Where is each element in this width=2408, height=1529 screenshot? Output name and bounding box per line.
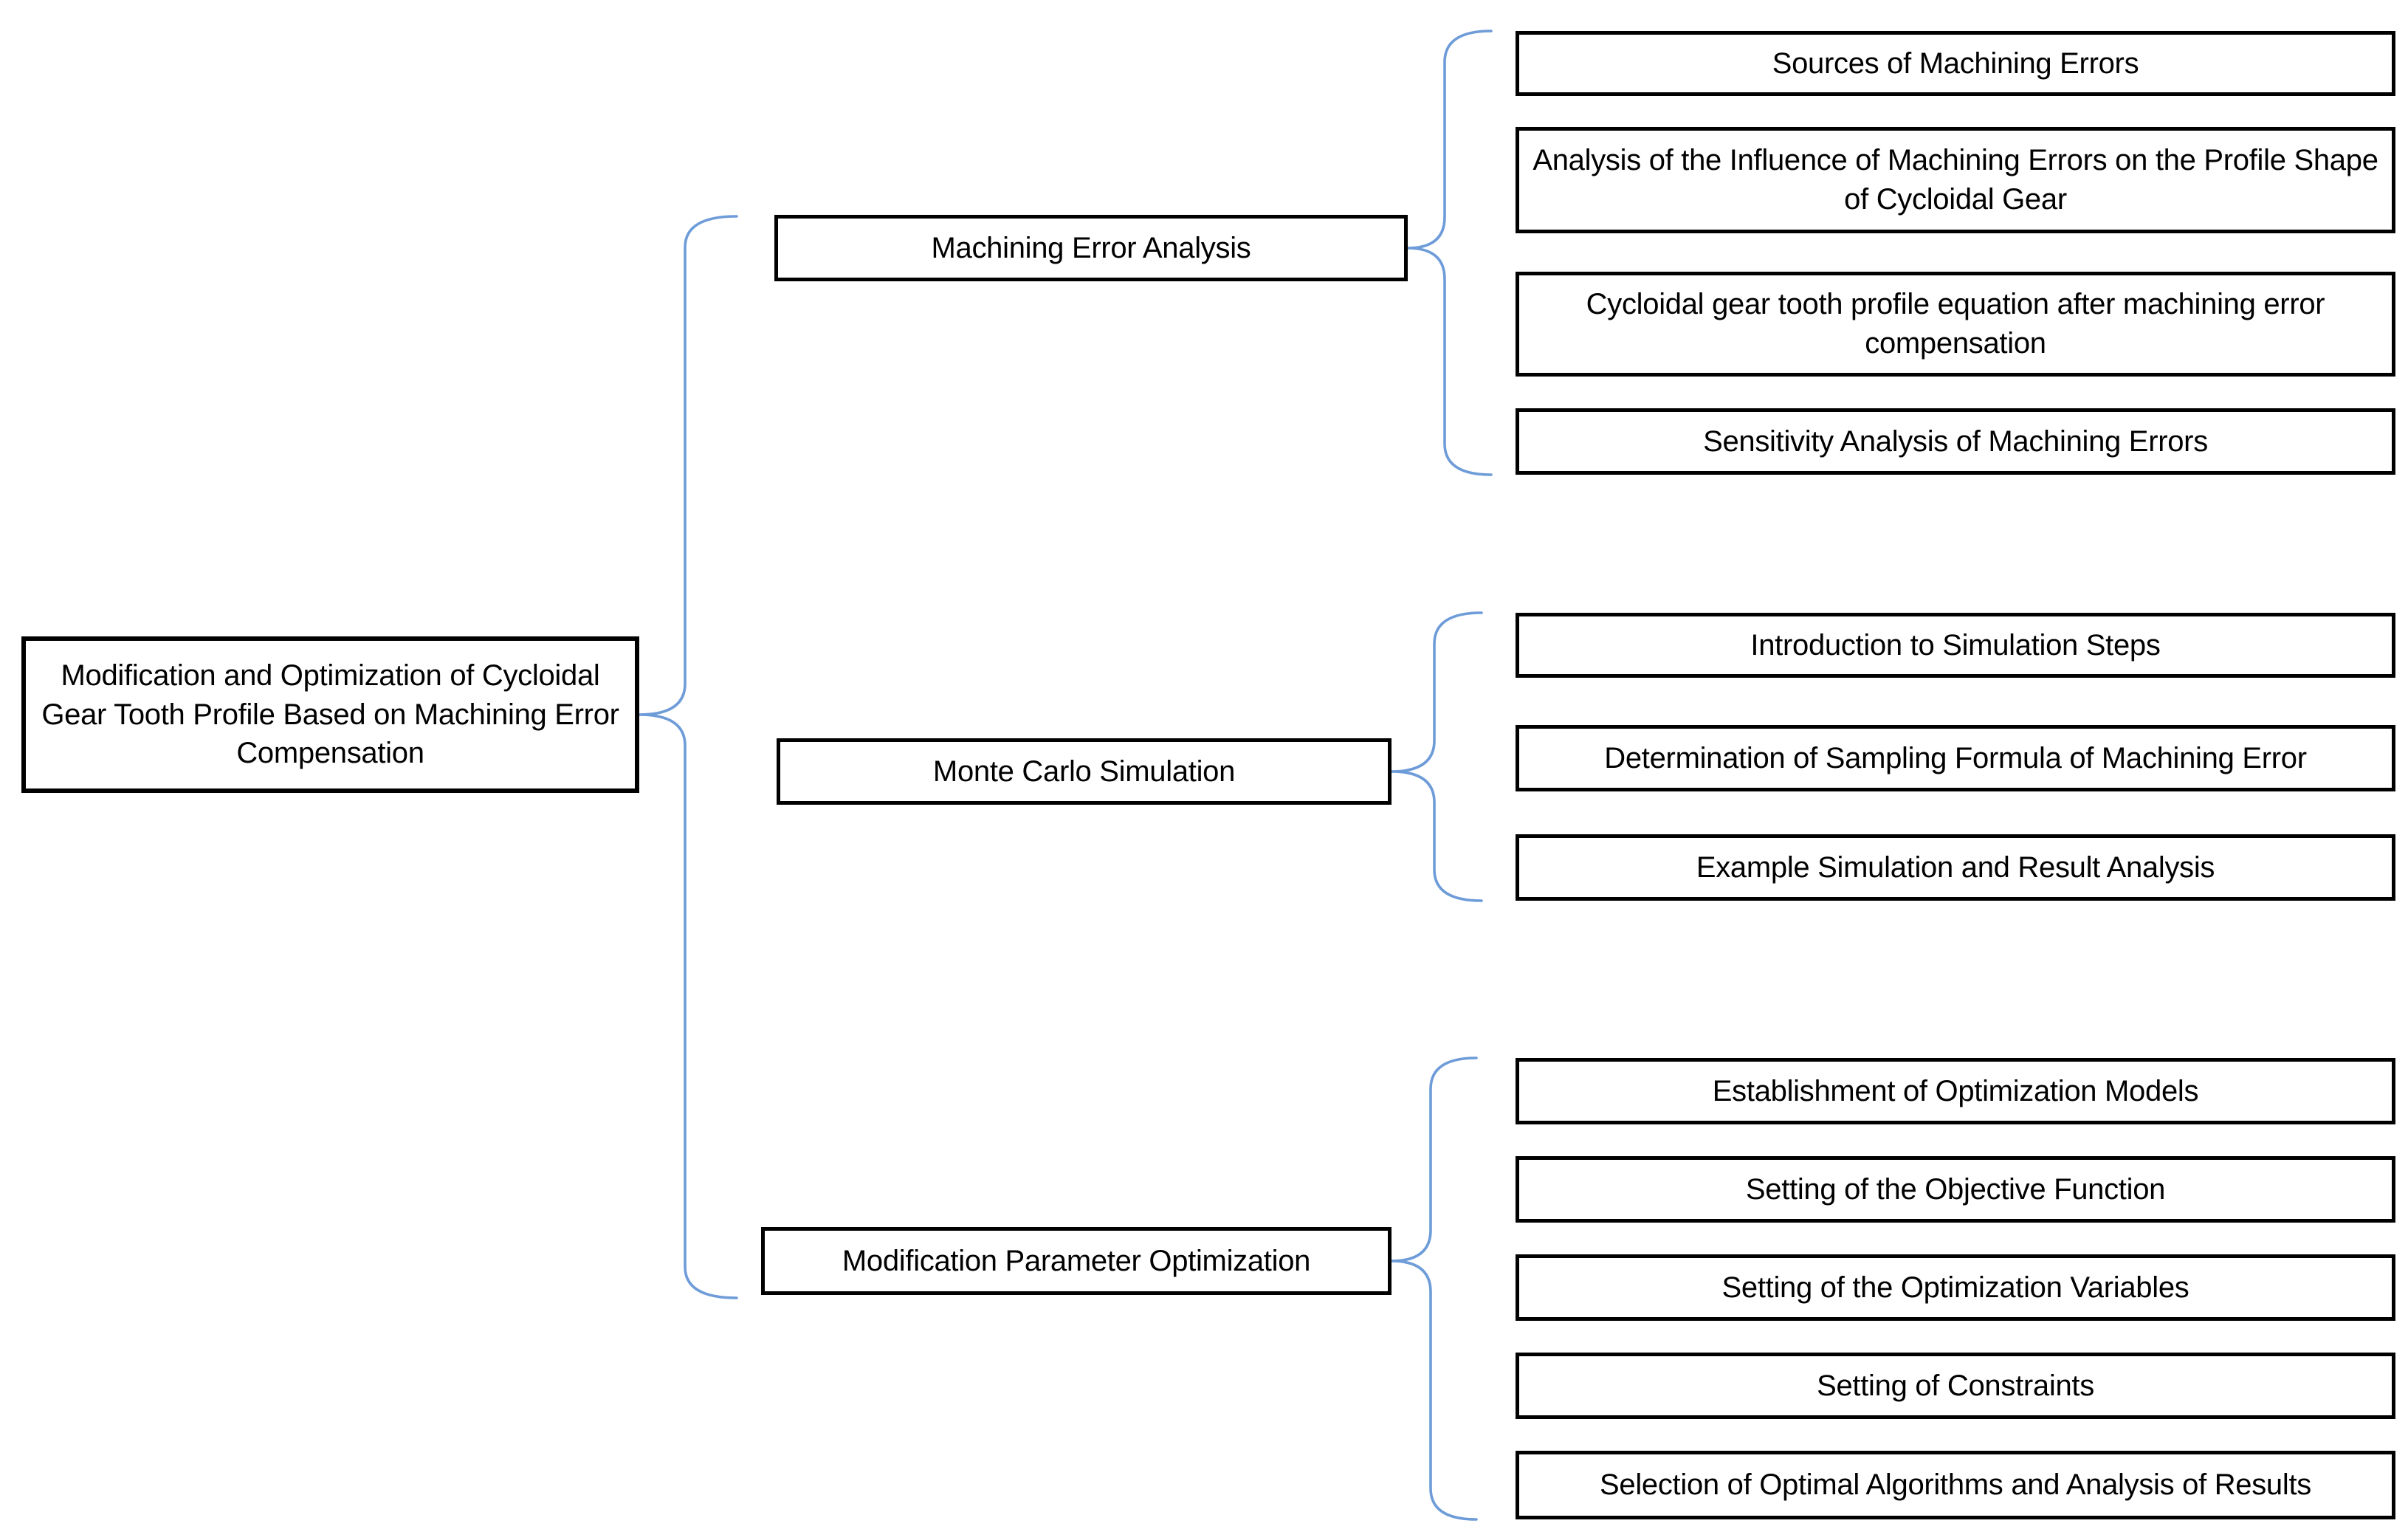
branch-label: Machining Error Analysis: [931, 231, 1251, 264]
leaf-constraints: Setting of Constraints: [1516, 1353, 2395, 1419]
brace-connector-monte-carlo-simulation: [1391, 611, 1483, 902]
leaf-optimization-variables: Setting of the Optimization Variables: [1516, 1254, 2395, 1321]
brace-connector-machining-error-analysis: [1407, 30, 1493, 476]
leaf-analysis-of-influence: Analysis of the Influence of Machining E…: [1516, 127, 2395, 233]
leaf-introduction-simulation-steps: Introduction to Simulation Steps: [1516, 613, 2395, 678]
leaf-label: Sources of Machining Errors: [1772, 47, 2139, 80]
node-modification-parameter-optimization: Modification Parameter Optimization: [761, 1227, 1392, 1295]
brace-connector-modification-parameter-optimization: [1391, 1056, 1478, 1521]
brace-connector-root: [639, 215, 738, 1299]
leaf-tooth-profile-equation: Cycloidal gear tooth profile equation af…: [1516, 272, 2395, 377]
leaf-label: Establishment of Optimization Models: [1712, 1074, 2199, 1107]
leaf-label: Cycloidal gear tooth profile equation af…: [1586, 288, 2325, 360]
branch-label: Monte Carlo Simulation: [932, 755, 1236, 788]
node-monte-carlo-simulation: Monte Carlo Simulation: [777, 738, 1392, 805]
leaf-label: Setting of the Optimization Variables: [1721, 1271, 2189, 1304]
leaf-sources-of-machining-errors: Sources of Machining Errors: [1516, 31, 2395, 96]
leaf-label: Setting of Constraints: [1817, 1369, 2094, 1402]
node-machining-error-analysis: Machining Error Analysis: [774, 215, 1408, 281]
leaf-label: Sensitivity Analysis of Machining Errors: [1703, 425, 2208, 458]
branch-label: Modification Parameter Optimization: [842, 1244, 1311, 1277]
leaf-example-simulation: Example Simulation and Result Analysis: [1516, 834, 2395, 901]
leaf-sensitivity-analysis: Sensitivity Analysis of Machining Errors: [1516, 408, 2395, 475]
leaf-label: Selection of Optimal Algorithms and Anal…: [1600, 1468, 2311, 1502]
leaf-label: Introduction to Simulation Steps: [1750, 628, 2161, 662]
leaf-label: Analysis of the Influence of Machining E…: [1532, 144, 2378, 216]
node-root: Modification and Optimization of Cycloid…: [21, 636, 639, 793]
leaf-optimal-algorithms: Selection of Optimal Algorithms and Anal…: [1516, 1451, 2395, 1519]
leaf-establishment-optimization-models: Establishment of Optimization Models: [1516, 1058, 2395, 1124]
leaf-label: Example Simulation and Result Analysis: [1696, 851, 2215, 884]
leaf-label: Setting of the Objective Function: [1745, 1172, 2166, 1206]
leaf-label: Determination of Sampling Formula of Mac…: [1604, 741, 2307, 774]
leaf-sampling-formula: Determination of Sampling Formula of Mac…: [1516, 725, 2395, 791]
node-root-label: Modification and Optimization of Cycloid…: [41, 659, 619, 770]
leaf-objective-function: Setting of the Objective Function: [1516, 1156, 2395, 1223]
